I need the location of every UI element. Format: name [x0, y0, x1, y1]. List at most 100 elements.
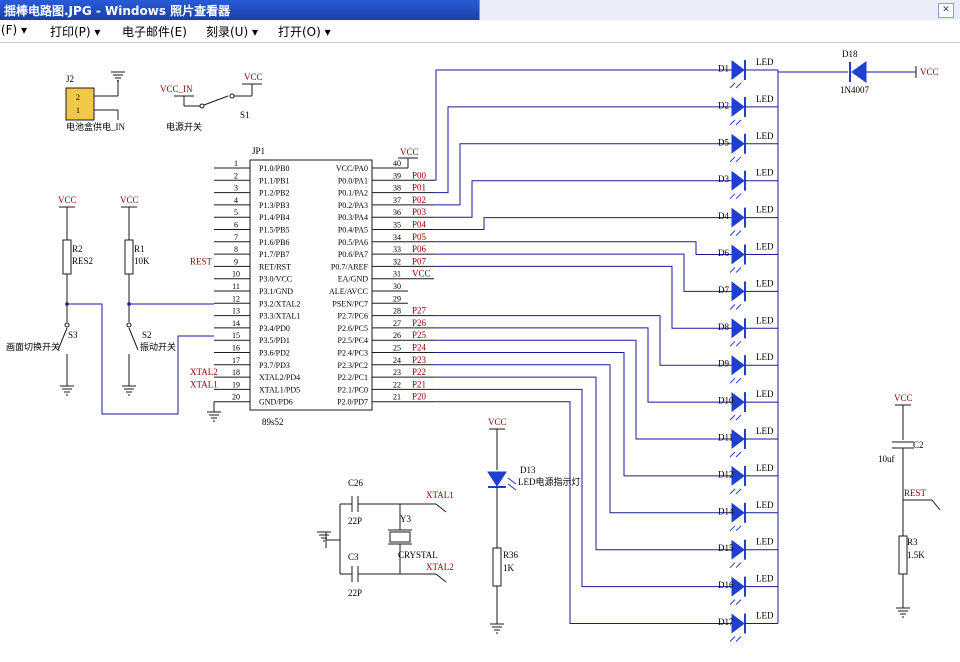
d13-ground-icon — [490, 623, 504, 634]
title-bar-right: ✕ — [479, 0, 960, 20]
c26-ref-label: C26 — [348, 478, 364, 488]
mcu-pin-number: 8 — [234, 245, 238, 254]
led-ref-label: D3 — [718, 174, 729, 184]
d13-led — [487, 471, 507, 487]
route-p0-led — [434, 180, 732, 218]
s3-lever — [57, 327, 68, 351]
led-value-label: LED — [756, 426, 774, 436]
mcu-pin-name: P0.6/PA7 — [338, 250, 368, 259]
mcu-pin-number: 16 — [232, 344, 240, 353]
menu-burn[interactable]: 刻录(U) ▾ — [206, 25, 258, 39]
r36-ref-label: R36 — [503, 550, 519, 560]
menu-open[interactable]: 打开(O) ▾ — [278, 25, 331, 39]
j2-ground-icon — [111, 71, 125, 82]
led-d9 — [729, 355, 746, 384]
mcu-pin-number: 6 — [234, 221, 238, 230]
route-p0-led — [434, 217, 732, 230]
j2-ref-label: J2 — [66, 74, 74, 84]
led-ref-label: D14 — [718, 506, 734, 516]
mcu-pin-name: ALE/AVCC — [329, 287, 368, 296]
s1-lever — [203, 95, 229, 106]
mcu-pin-name: P1.1/PB1 — [259, 176, 289, 185]
s1-label: 电源开关 — [166, 121, 202, 132]
mcu-pin-name: VCC/PA0 — [336, 164, 368, 173]
s2-label: 振动开关 — [140, 341, 176, 352]
led-d5 — [729, 133, 746, 163]
d13-label: LED电源指示灯 — [518, 476, 581, 487]
mcu-pin-name: P2.0/PD7 — [337, 398, 368, 407]
s3-ground-icon — [60, 385, 74, 396]
r1-resistor — [124, 239, 134, 275]
s3-label: 画面切换开关 — [6, 341, 60, 352]
c2-value-label: 10uf — [878, 454, 895, 464]
menu-email[interactable]: 电子邮件(E) — [122, 23, 187, 40]
s2-ground-icon — [122, 385, 136, 396]
mcu-net-label: VCC — [412, 269, 431, 279]
mcu-pin-number: 17 — [232, 356, 240, 365]
mcu-pin-name: P3.4/PD0 — [259, 324, 290, 333]
r1-value-label: 10K — [134, 256, 150, 266]
menu-print[interactable]: 打印(P) ▾ — [50, 25, 101, 39]
mcu-pin-number: 13 — [232, 307, 240, 316]
window-title: 揺棒电路图.JPG - Windows 照片查看器 — [4, 4, 231, 18]
led-ref-label: D2 — [718, 100, 729, 110]
mcu-pin-number: 27 — [393, 319, 401, 328]
led-value-label: LED — [756, 500, 774, 510]
mcu-net-label: P07 — [412, 256, 427, 266]
led-value-label: LED — [756, 463, 774, 473]
mcu-pin-name: P0.1/PA2 — [338, 189, 368, 198]
mcu-net-label: XTAL2 — [190, 367, 218, 377]
menu-burn-label: 刻录(U) — [206, 25, 249, 39]
xtal2-stub — [435, 573, 447, 583]
mcu-pin-number: 22 — [393, 380, 401, 389]
route-p0-led — [434, 253, 732, 292]
mcu-pin-name: RET/RST — [259, 262, 291, 271]
r36-resistor — [492, 547, 502, 587]
r2-resistor — [62, 239, 72, 275]
mcu-pin-name: P1.4/PB4 — [259, 213, 289, 222]
led-d12 — [729, 465, 746, 495]
mcu-pin-name: P3.3/XTAL1 — [259, 312, 300, 321]
mcu-pin-number: 23 — [393, 368, 401, 377]
led-value-label: LED — [756, 242, 774, 252]
mcu-pin-number: 29 — [393, 294, 401, 303]
led-d14 — [729, 502, 746, 532]
mcu-pin-number: 12 — [232, 294, 240, 303]
led-ref-label: D12 — [718, 469, 734, 479]
s1-vcc-label: VCC — [244, 72, 263, 82]
mcu-net-label: P01 — [412, 183, 426, 193]
mcu-pin-name: P0.2/PA3 — [338, 201, 368, 210]
y3-value-label: CRYSTAL — [398, 550, 438, 560]
s2-lever — [128, 327, 139, 351]
s1-ref-label: S1 — [240, 110, 250, 120]
mcu-net-label: P20 — [412, 392, 427, 402]
mcu-pin-number: 11 — [232, 282, 240, 291]
mcu-pin-name: XTAL2/PD4 — [259, 373, 300, 382]
junction-dot — [127, 302, 131, 306]
vcc-in-label: VCC_IN — [160, 84, 193, 94]
s1-contact — [229, 93, 235, 99]
r3-ref-label: R3 — [907, 537, 918, 547]
mcu-net-label: P23 — [412, 355, 427, 365]
route-p0-led — [434, 143, 732, 206]
mcu-pin-name: P1.2/PB2 — [259, 189, 289, 198]
y3-crystal — [389, 531, 411, 543]
route-s3-mcu — [67, 303, 214, 415]
mcu-pin-name: P0.3/PA4 — [338, 213, 368, 222]
mcu-pin-name: P3.2/XTAL2 — [259, 299, 300, 308]
mcu-pin-number: 9 — [234, 257, 238, 266]
mcu-pin-number: 31 — [393, 270, 401, 279]
mcu-part-label: 89s52 — [262, 417, 284, 427]
led-d3 — [729, 170, 746, 200]
mcu-pin-number: 32 — [393, 257, 401, 266]
led-value-label: LED — [756, 352, 774, 362]
mcu-ref-label: JP1 — [252, 146, 265, 156]
close-icon[interactable]: ✕ — [938, 3, 954, 18]
led-d8 — [729, 318, 746, 347]
mcu-net-label: P02 — [412, 195, 426, 205]
mcu-pin-number: 34 — [393, 233, 401, 242]
mcu-pin-number: 7 — [234, 233, 238, 242]
mcu-net-label: P25 — [412, 330, 427, 340]
menu-file[interactable]: F(F) ▾ — [0, 23, 27, 37]
